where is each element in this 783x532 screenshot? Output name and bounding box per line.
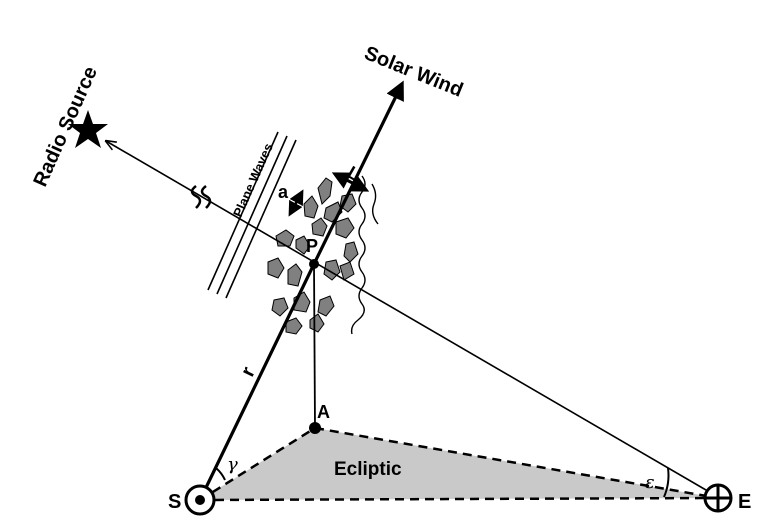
wavy-break-icon	[190, 185, 212, 209]
earth-icon	[703, 483, 733, 513]
sun-icon	[184, 484, 216, 516]
label-point-p: P	[306, 236, 318, 256]
ecliptic-edge-s-e	[199, 496, 719, 502]
line-of-sight	[106, 141, 719, 498]
turbulence-blobs	[267, 177, 359, 335]
label-sun-s: S	[168, 491, 181, 513]
point-p-dot	[309, 259, 319, 269]
plane-waves	[207, 131, 297, 299]
angle-epsilon-arc	[663, 467, 670, 498]
label-plane-waves: Plane Waves	[230, 141, 276, 219]
label-distance-r: r	[237, 363, 260, 380]
ecliptic-edge-a-e	[314, 426, 719, 500]
ecliptic-plane	[200, 428, 718, 500]
label-angle-epsilon: ε	[645, 472, 655, 493]
label-angle-gamma: γ	[227, 454, 238, 475]
point-a-dot	[309, 422, 321, 434]
sun-to-p-line	[198, 263, 316, 501]
label-ecliptic: Ecliptic	[334, 459, 402, 480]
label-scale-a: a	[278, 182, 289, 202]
turbulence-boundary	[350, 175, 366, 335]
turbulence-boundary-right	[371, 183, 379, 225]
label-earth-e: E	[738, 491, 751, 513]
radio-source-star-icon	[68, 110, 108, 148]
scale-a-arrow	[288, 189, 304, 217]
ecliptic-edge-s-a	[199, 426, 316, 502]
p-to-a-line	[313, 263, 316, 429]
scale-l-arrow	[331, 172, 370, 192]
angle-gamma-arc	[215, 467, 226, 481]
label-point-a: A	[317, 402, 330, 422]
label-solar-wind: Solar Wind	[361, 42, 466, 101]
